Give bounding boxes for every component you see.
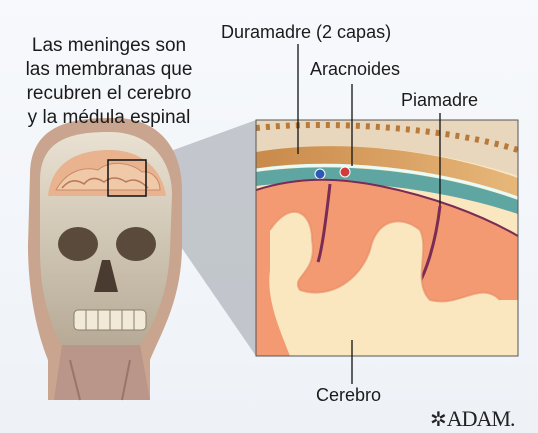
caption: Las meninges son las membranas que recub… [4, 34, 214, 130]
label-cerebro: Cerebro [316, 385, 381, 406]
caption-line: y la médula espinal [4, 106, 214, 130]
label-piamadre: Piamadre [401, 90, 478, 111]
label-aracnoides: Aracnoides [310, 59, 400, 80]
adam-logo: ✲ADAM. [430, 406, 515, 432]
caption-line: recubren el cerebro [4, 82, 214, 106]
skull-illustration [28, 118, 182, 400]
caption-line: las membranas que [4, 58, 214, 82]
logo-text: ADAM. [447, 406, 515, 431]
caption-line: Las meninges son [4, 34, 214, 58]
label-duramadre: Duramadre (2 capas) [221, 22, 391, 43]
logo-star-icon: ✲ [430, 409, 446, 431]
meninges-detail-box [256, 120, 518, 356]
